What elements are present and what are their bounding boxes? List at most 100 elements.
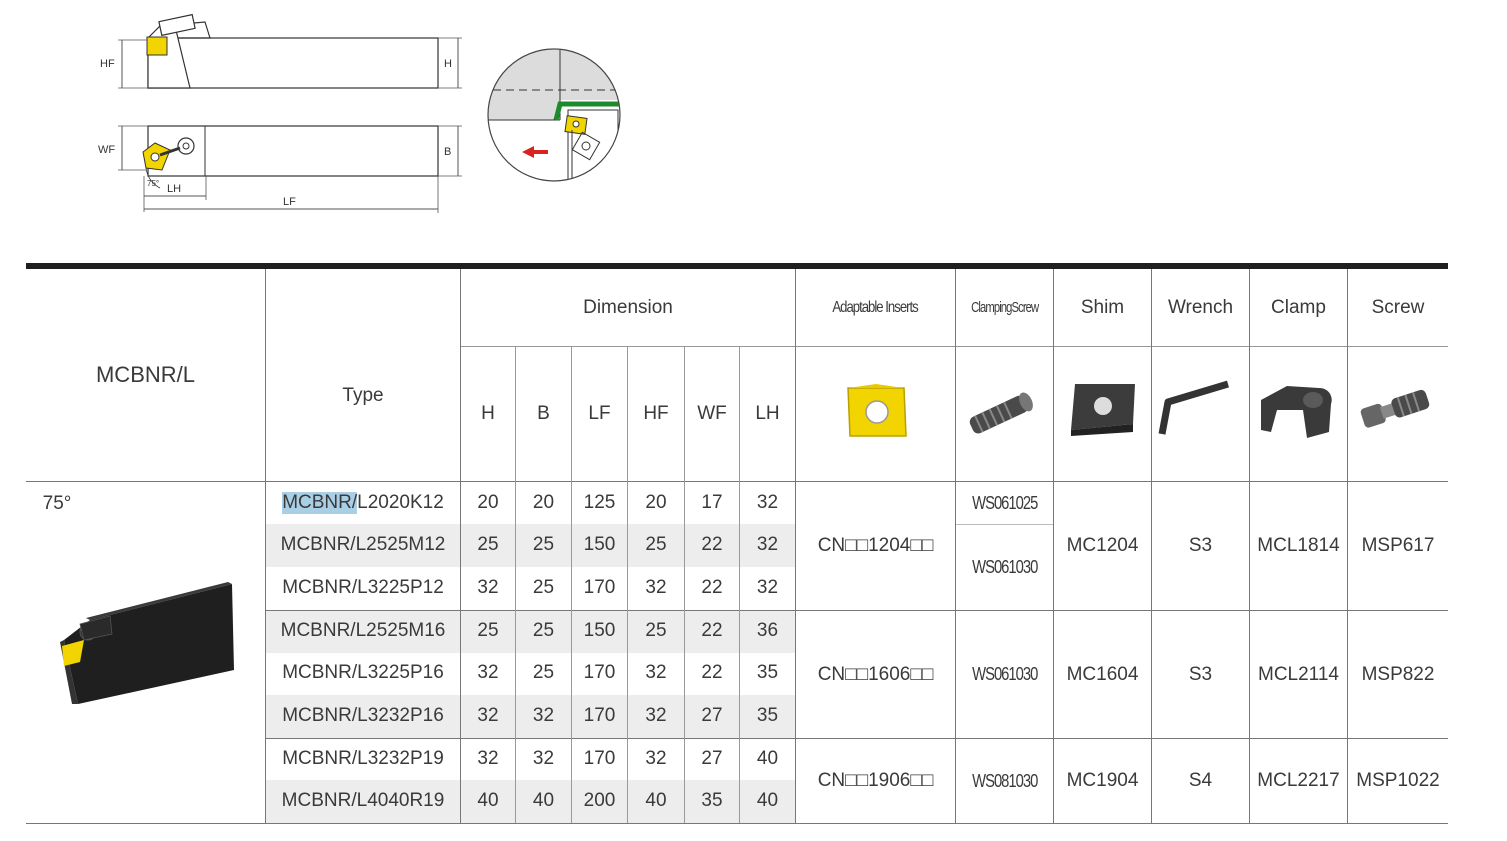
table-row-type: MCBNR/L2525M12 — [266, 524, 460, 566]
dimension-cell: 25 — [645, 534, 667, 555]
type-prefix: MCBNR/ — [281, 790, 357, 811]
clamp-group-3: MCL2217 — [1257, 770, 1340, 791]
dimension-cell: 36 — [756, 620, 779, 641]
dim-col-lf: LF — [588, 403, 611, 424]
dimension-cell: 32 — [645, 662, 667, 683]
wrench-group-3: S4 — [1188, 770, 1213, 791]
series-label: MCBNR/L — [95, 362, 195, 387]
insert-group-3: CN□□1906□□ — [817, 770, 934, 791]
dimension-cell: 32 — [532, 748, 555, 769]
wrench-group-1: S3 — [1188, 535, 1213, 556]
dimension-cell: 32 — [477, 705, 499, 726]
technical-drawing: HF H 75° WF B LH LF — [0, 0, 640, 230]
dimension-cell: 25 — [645, 620, 667, 641]
dimension-cell: 20 — [532, 492, 555, 513]
clamp-header: Clamp — [1271, 296, 1326, 318]
wf-label: WF — [98, 144, 115, 156]
clamping-screw-1a: WS061025 — [971, 492, 1038, 513]
clamping-screw-icon — [969, 392, 1033, 434]
type-suffix: L2525M12 — [355, 534, 446, 555]
dimension-cell: 25 — [477, 620, 499, 641]
screw-group-1: MSP617 — [1361, 535, 1435, 556]
dim-col-b: B — [537, 403, 550, 424]
dimension-cell: 170 — [583, 577, 616, 598]
type-suffix: L3225P12 — [357, 577, 444, 598]
clamping-screw-header: ClampingScrew — [970, 299, 1039, 316]
dimension-cell: 40 — [756, 790, 779, 811]
dimension-cell: 125 — [583, 492, 616, 513]
shim-group-2: MC1604 — [1066, 663, 1139, 685]
dimension-cell: 170 — [583, 705, 616, 726]
clamp-icon — [1261, 386, 1332, 438]
dimension-cell: 27 — [701, 748, 723, 769]
type-prefix: MCBNR/ — [282, 492, 358, 514]
type-prefix: MCBNR/ — [282, 577, 358, 598]
dimension-cell: 20 — [645, 492, 667, 513]
screw-icon — [1360, 389, 1430, 428]
dimension-cell: 17 — [701, 492, 723, 513]
dimension-cell: 32 — [756, 492, 779, 513]
table-row-type: MCBNR/L3225P16 — [266, 652, 460, 694]
dimension-cell: 32 — [756, 534, 779, 555]
detail-view-drawing — [487, 48, 621, 182]
screw-group-3: MSP1022 — [1356, 770, 1440, 791]
type-prefix: MCBNR/ — [282, 748, 358, 769]
dimension-cell: 25 — [532, 662, 555, 683]
dimension-cell: 32 — [645, 748, 667, 769]
dimension-cell: 25 — [532, 620, 555, 641]
lh-label: LH — [167, 183, 181, 195]
dimension-cell: 22 — [701, 662, 723, 683]
b-label: B — [444, 146, 451, 158]
dimension-cell: 25 — [532, 577, 555, 598]
dim-col-hf: HF — [643, 403, 669, 424]
hf-label: HF — [100, 58, 115, 70]
dimension-cell: 25 — [532, 534, 555, 555]
shim-icon — [1071, 384, 1135, 436]
dimension-cell: 35 — [701, 790, 723, 811]
table-row-type: MCBNR/L3225P12 — [266, 567, 460, 609]
dim-col-lh: LH — [755, 403, 780, 424]
dimension-cell: 32 — [477, 662, 499, 683]
dimension-cell: 150 — [583, 620, 616, 641]
table-row-type: MCBNR/L2020K12 — [266, 482, 460, 524]
dimension-cell: 22 — [701, 577, 723, 598]
dimension-cell: 27 — [701, 705, 723, 726]
type-suffix: L2525M16 — [355, 620, 446, 641]
screw-header: Screw — [1371, 296, 1425, 318]
dimension-cell: 200 — [583, 790, 616, 811]
clamp-group-2: MCL2114 — [1258, 663, 1339, 685]
dimension-cell: 40 — [532, 790, 555, 811]
type-suffix: L4040R19 — [356, 790, 445, 811]
inserts-header: Adaptable Inserts — [832, 298, 919, 316]
dimension-cell: 170 — [583, 748, 616, 769]
table-top-rule — [26, 263, 1448, 269]
insert-group-1: CN□□1204□□ — [817, 535, 934, 556]
dimension-header: Dimension — [583, 296, 673, 318]
insert-group-2: CN□□1606□□ — [817, 663, 934, 685]
clamping-screw-3: WS081030 — [971, 770, 1038, 791]
table-row-type: MCBNR/L3232P19 — [266, 738, 460, 780]
side-view-drawing: HF H 75° WF B LH LF — [98, 13, 621, 213]
angle-value: 75° — [42, 493, 72, 514]
dimension-cell: 22 — [701, 620, 723, 641]
dimension-cell: 32 — [645, 705, 667, 726]
dimension-cell: 32 — [756, 577, 779, 598]
wrench-header: Wrench — [1167, 296, 1234, 318]
table-row-type: MCBNR/L3232P16 — [266, 695, 460, 737]
h-label: H — [444, 58, 452, 70]
angle-label: 75° — [147, 179, 159, 188]
dimension-cell: 25 — [477, 534, 499, 555]
insert-icon — [847, 384, 907, 437]
dimension-cell: 32 — [645, 577, 667, 598]
dimension-cell: 170 — [583, 662, 616, 683]
shim-group-3: MC1904 — [1066, 770, 1139, 791]
type-prefix: MCBNR/ — [280, 620, 356, 641]
type-prefix: MCBNR/ — [282, 705, 358, 726]
clamping-screw-1b: WS061030 — [971, 557, 1038, 577]
shim-header: Shim — [1080, 296, 1125, 318]
wrench-icon — [1158, 380, 1230, 435]
clamping-screw-2: WS061030 — [971, 664, 1038, 684]
dimension-cell: 32 — [477, 748, 499, 769]
type-prefix: MCBNR/ — [282, 662, 358, 683]
dimension-cell: 35 — [756, 662, 779, 683]
